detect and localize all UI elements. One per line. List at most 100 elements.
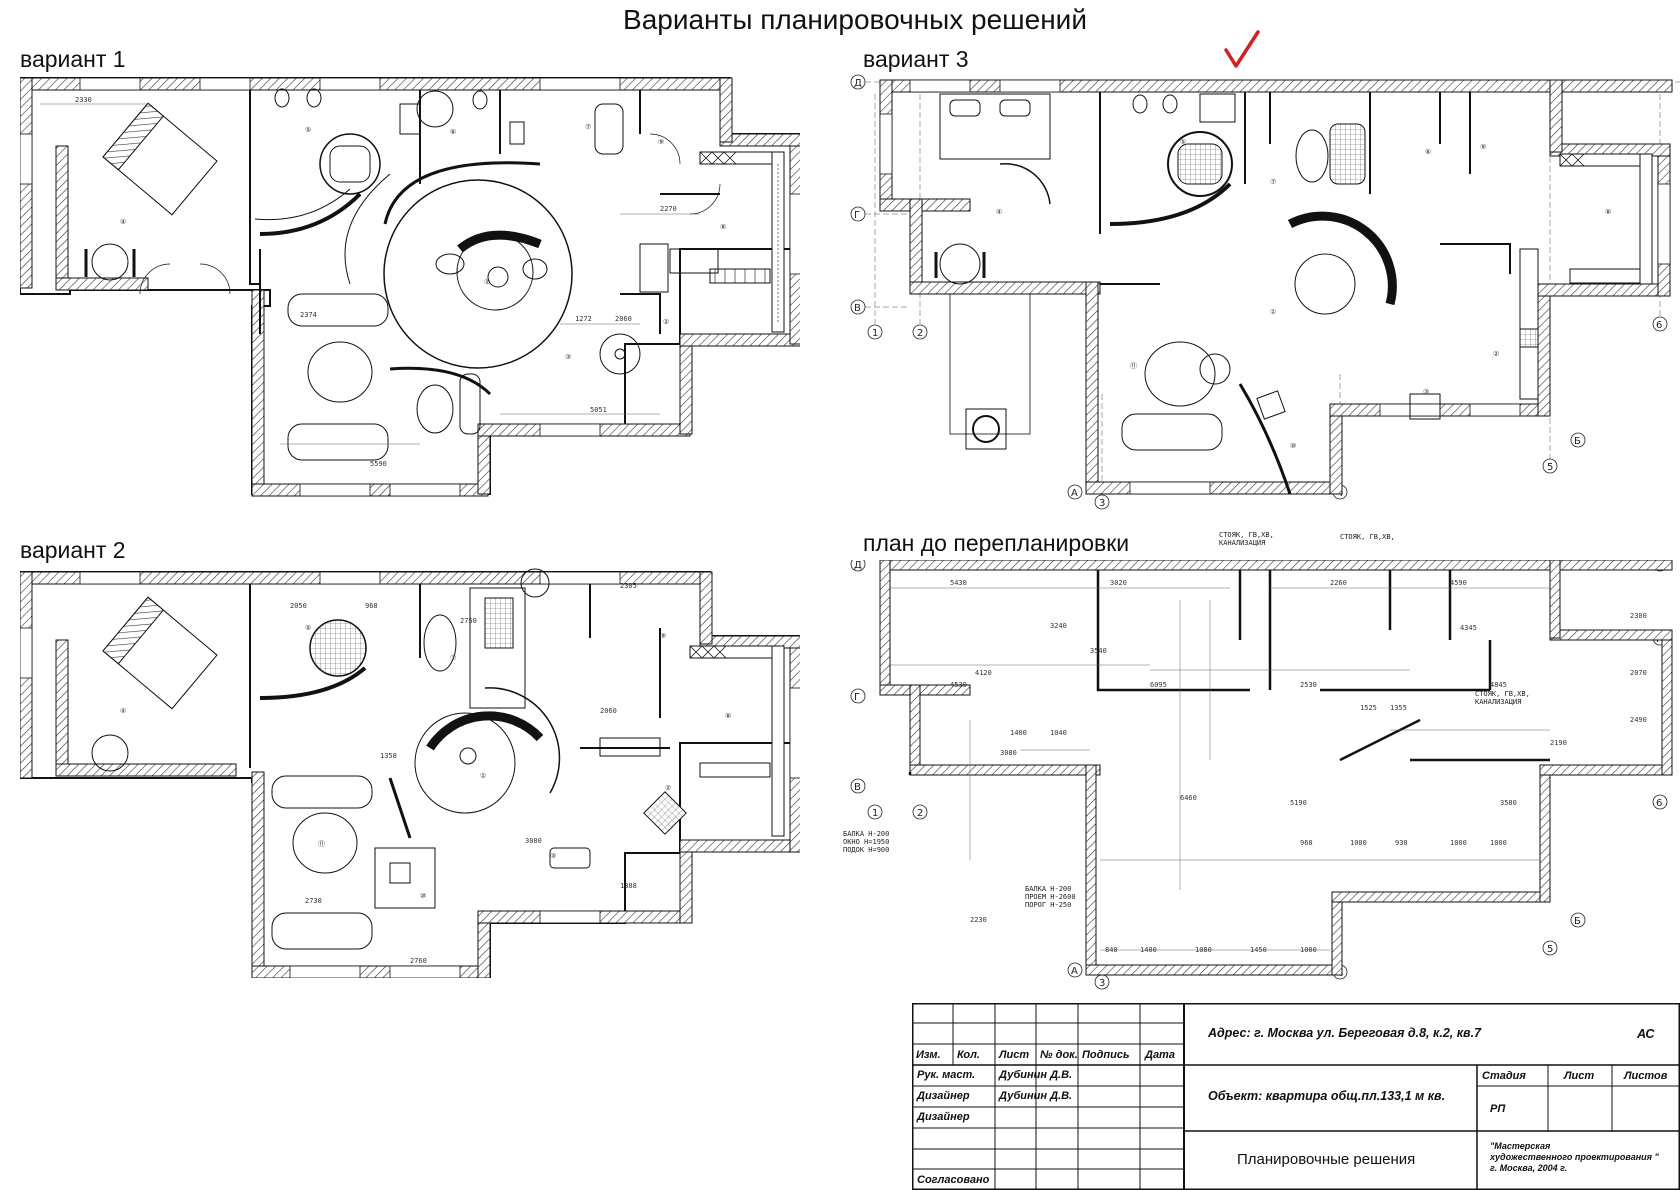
header-izm: Изм. — [916, 1049, 941, 1061]
sheets-header: Листов — [1624, 1070, 1668, 1082]
sheet-header: Лист — [1564, 1070, 1595, 1082]
svg-text:А: А — [1071, 966, 1078, 977]
svg-text:⑨: ⑨ — [658, 138, 664, 146]
svg-text:1400: 1400 — [1140, 946, 1157, 954]
svg-text:5: 5 — [1547, 944, 1553, 955]
floor-plan-variant-3: ДГВ 12А 345 Б6 — [850, 74, 1680, 514]
svg-text:3: 3 — [1099, 978, 1105, 989]
svg-text:③: ③ — [565, 353, 571, 361]
role-designer-1: Дизайнер — [917, 1090, 970, 1102]
svg-text:2760: 2760 — [410, 957, 427, 965]
svg-text:⑧: ⑧ — [1605, 208, 1611, 216]
name-designer-1: Дубинин Д.В. — [999, 1090, 1073, 1102]
header-list: Лист — [999, 1049, 1030, 1061]
role-designer-2: Дизайнер — [917, 1111, 970, 1123]
page-title: Варианты планировочных решений — [623, 4, 1087, 35]
svg-text:1400: 1400 — [1010, 729, 1027, 737]
svg-text:Г: Г — [854, 210, 860, 221]
address: Адрес: г. Москва ул. Береговая д.8, к.2,… — [1208, 1026, 1482, 1040]
studio-info: "Мастерская художественного проектирован… — [1490, 1141, 1659, 1173]
svg-text:1000: 1000 — [1490, 839, 1507, 847]
svg-text:1388: 1388 — [620, 882, 637, 890]
svg-text:⑥: ⑥ — [1425, 148, 1431, 156]
section-title-variant-1: вариант 1 — [20, 46, 126, 72]
svg-text:2260: 2260 — [1330, 579, 1347, 587]
svg-text:⑧: ⑧ — [720, 223, 726, 231]
header-date: Дата — [1145, 1049, 1175, 1061]
svg-text:1000: 1000 — [1350, 839, 1367, 847]
note-riser-2: СТОЯК, ГВ,ХВ, — [1340, 533, 1395, 541]
svg-text:Б: Б — [1574, 916, 1581, 927]
svg-text:Д: Д — [854, 78, 862, 89]
svg-text:②: ② — [663, 318, 669, 326]
svg-text:960: 960 — [1300, 839, 1313, 847]
svg-text:③: ③ — [1423, 388, 1429, 396]
svg-text:2330: 2330 — [75, 96, 92, 104]
svg-text:6: 6 — [1656, 320, 1662, 331]
svg-text:2050: 2050 — [290, 602, 307, 610]
svg-text:6460: 6460 — [1180, 794, 1197, 802]
svg-text:2070: 2070 — [1630, 669, 1647, 677]
object-desc: Объект: квартира общ.пл.133,1 м кв. — [1208, 1089, 1446, 1103]
svg-text:2270: 2270 — [660, 205, 677, 213]
svg-text:④: ④ — [120, 707, 126, 715]
svg-text:5430: 5430 — [950, 579, 967, 587]
svg-text:1040: 1040 — [1050, 729, 1067, 737]
svg-text:3080: 3080 — [525, 837, 542, 845]
name-head-master: Дубинин Д.В. — [999, 1069, 1073, 1081]
svg-text:6095: 6095 — [1150, 681, 1167, 689]
svg-text:1525: 1525 — [1360, 704, 1377, 712]
svg-text:5590: 5590 — [370, 460, 387, 468]
svg-text:1358: 1358 — [380, 752, 397, 760]
svg-text:⑨: ⑨ — [1480, 143, 1486, 151]
section-title-variant-2: вариант 2 — [20, 537, 126, 563]
svg-text:1: 1 — [872, 808, 878, 819]
svg-text:3540: 3540 — [1090, 647, 1107, 655]
note-riser-3: СТОЯК, ГВ,ХВ, КАНАЛИЗАЦИЯ — [1475, 690, 1530, 706]
svg-text:Д: Д — [854, 560, 862, 571]
svg-text:2300: 2300 — [1630, 612, 1647, 620]
svg-text:2305: 2305 — [620, 582, 637, 590]
svg-text:⑧: ⑧ — [725, 712, 731, 720]
svg-text:①: ① — [480, 772, 486, 780]
svg-text:2750: 2750 — [460, 617, 477, 625]
svg-text:Б: Б — [1574, 436, 1581, 447]
svg-text:1: 1 — [872, 328, 878, 339]
svg-text:③: ③ — [550, 852, 556, 860]
svg-text:840: 840 — [1105, 946, 1118, 954]
svg-text:4590: 4590 — [1450, 579, 1467, 587]
svg-text:⑪: ⑪ — [1130, 362, 1137, 370]
svg-text:2490: 2490 — [1630, 716, 1647, 724]
svg-text:④: ④ — [120, 218, 126, 226]
svg-text:968: 968 — [365, 602, 378, 610]
svg-text:4530: 4530 — [950, 681, 967, 689]
svg-text:А: А — [1071, 488, 1078, 499]
svg-text:⑦: ⑦ — [585, 123, 591, 131]
svg-text:4845: 4845 — [1490, 681, 1507, 689]
header-doc-no: № док. — [1040, 1049, 1078, 1061]
svg-text:2374: 2374 — [300, 311, 317, 319]
svg-text:2: 2 — [917, 328, 923, 339]
svg-text:⑩: ⑩ — [1290, 442, 1296, 450]
note-beam-opening: БАЛКА Н-200 ПРОЕМ Н-2600 ПОРОГ Н-250 — [1025, 885, 1076, 909]
stage-header: Стадия — [1482, 1070, 1526, 1082]
svg-text:⑤: ⑤ — [305, 126, 311, 134]
note-riser-1: СТОЯК, ГВ,ХВ, КАНАЛИЗАЦИЯ — [1219, 531, 1274, 547]
svg-text:2190: 2190 — [1550, 739, 1567, 747]
svg-text:3240: 3240 — [1050, 622, 1067, 630]
svg-text:①: ① — [484, 278, 490, 286]
svg-text:4345: 4345 — [1460, 624, 1477, 632]
svg-text:6: 6 — [1656, 798, 1662, 809]
svg-text:⑨: ⑨ — [660, 632, 666, 640]
svg-text:②: ② — [1493, 350, 1499, 358]
svg-text:①: ① — [1270, 308, 1276, 316]
svg-text:5051: 5051 — [590, 406, 607, 414]
svg-text:⑥: ⑥ — [450, 128, 456, 136]
svg-text:5190: 5190 — [1290, 799, 1307, 807]
svg-text:3080: 3080 — [1000, 749, 1017, 757]
svg-text:3020: 3020 — [1110, 579, 1127, 587]
section-title-before: план до перепланировки — [863, 530, 1130, 556]
header-kol: Кол. — [957, 1049, 980, 1061]
note-beam-window: БАЛКА Н-200 ОКНО Н=1950 ПОДОК Н=900 — [843, 830, 890, 854]
svg-text:2060: 2060 — [615, 315, 632, 323]
